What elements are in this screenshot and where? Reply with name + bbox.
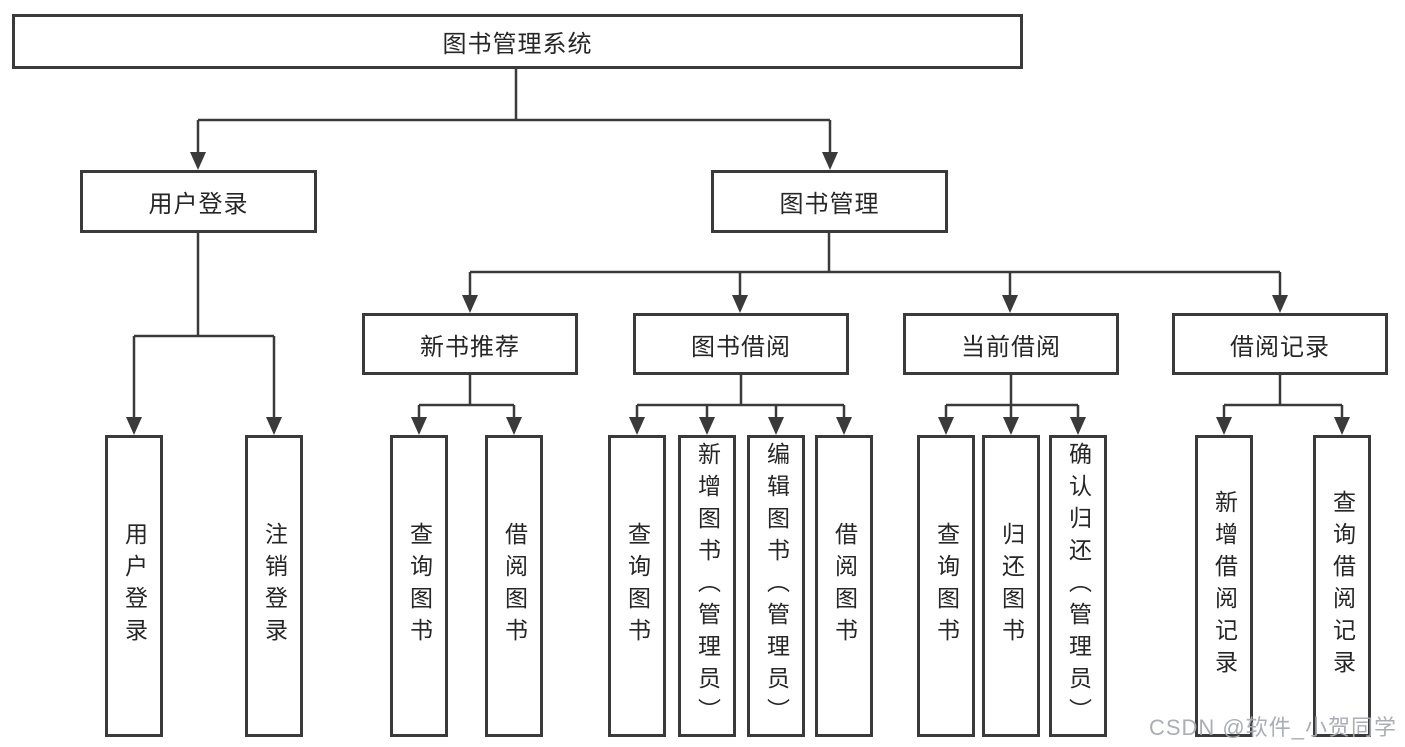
node-root: 图书管理系统 <box>12 14 1023 69</box>
leaf-add-borrow-record: 新增借阅记录 <box>1195 435 1253 737</box>
leaf-borrow-books: 借阅图书 <box>485 435 543 737</box>
leaf-query-books: 查询图书 <box>608 435 666 737</box>
leaf-query-books: 查询图书 <box>390 435 448 737</box>
arrowhead-icon <box>822 152 838 170</box>
connector-book-mgmt <box>468 233 1282 296</box>
connector-book-borrow <box>635 375 846 418</box>
connector-user-login <box>132 233 276 418</box>
arrowhead-icon <box>266 417 282 435</box>
leaf-user-login: 用户登录 <box>105 435 163 737</box>
node-current-borrow: 当前借阅 <box>903 313 1119 375</box>
arrowhead-icon <box>1003 417 1019 435</box>
node-user-login: 用户登录 <box>80 170 317 233</box>
arrowhead-icon <box>1334 417 1350 435</box>
arrowhead-icon <box>190 152 206 170</box>
arrowhead-icon <box>1002 295 1018 313</box>
connector-borrow-records <box>1222 375 1344 418</box>
arrowhead-icon <box>506 417 522 435</box>
arrowhead-icon <box>126 417 142 435</box>
arrowhead-icon <box>629 417 645 435</box>
arrowhead-icon <box>411 417 427 435</box>
connector-new-book <box>417 375 516 418</box>
node-borrow-records: 借阅记录 <box>1172 313 1388 375</box>
arrowhead-icon <box>732 295 748 313</box>
leaf-add-books-admin: 新增图书（管理员） <box>678 435 736 737</box>
node-book-borrow: 图书借阅 <box>633 313 849 375</box>
arrowhead-icon <box>768 417 784 435</box>
leaf-query-borrow-record: 查询借阅记录 <box>1313 435 1371 737</box>
csdn-watermark: CSDN @软件_小贺同学 <box>1148 715 1397 740</box>
arrowhead-icon <box>836 417 852 435</box>
connector-current-borrow <box>944 375 1080 418</box>
arrowhead-icon <box>462 295 478 313</box>
connector-root <box>196 69 832 153</box>
arrowhead-icon <box>699 417 715 435</box>
node-new-book-recommend: 新书推荐 <box>362 313 578 375</box>
arrowhead-icon <box>1070 417 1086 435</box>
arrowhead-icon <box>1216 417 1232 435</box>
leaf-borrow-books: 借阅图书 <box>815 435 873 737</box>
arrowhead-icon <box>1272 295 1288 313</box>
leaf-edit-books-admin: 编辑图书（管理员） <box>747 435 805 737</box>
node-book-management: 图书管理 <box>711 170 948 233</box>
leaf-logout: 注销登录 <box>245 435 303 737</box>
leaf-query-books: 查询图书 <box>917 435 975 737</box>
leaf-confirm-return-admin: 确认归还（管理员） <box>1049 435 1107 737</box>
arrowhead-icon <box>938 417 954 435</box>
leaf-return-books: 归还图书 <box>982 435 1040 737</box>
